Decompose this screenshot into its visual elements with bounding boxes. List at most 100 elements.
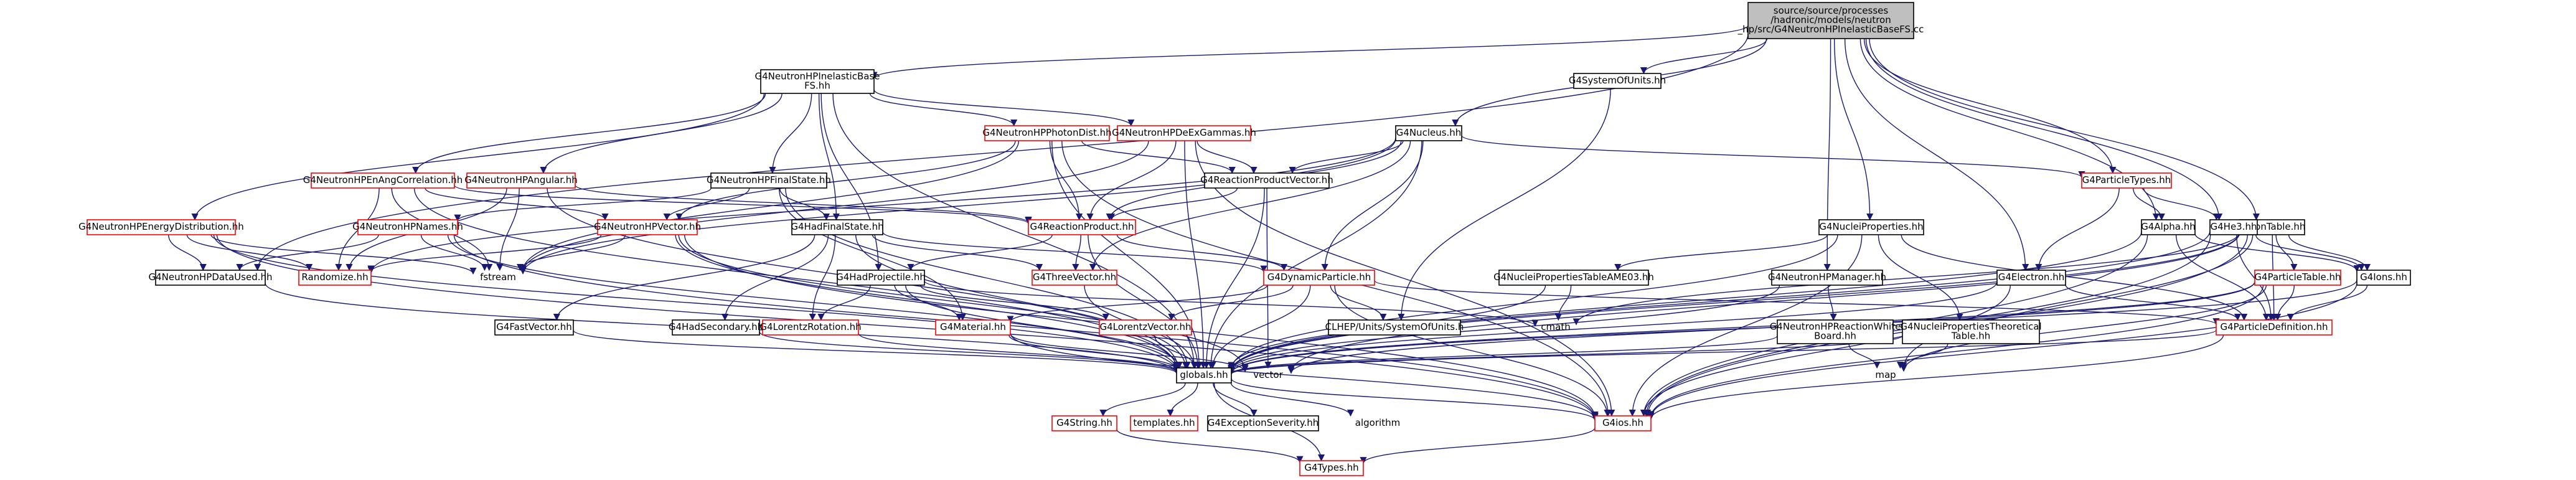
node-lorvec[interactable]: G4LorentzVector.hh xyxy=(1099,319,1192,336)
node-ptable[interactable]: G4ParticleTable.hh xyxy=(2254,270,2341,286)
edge-names-to-dataused xyxy=(236,234,379,271)
edge-ions-to-g4ios xyxy=(1647,283,2357,419)
node-globals[interactable]: globals.hh xyxy=(1176,367,1232,384)
node-fastvec[interactable]: G4FastVector.hh xyxy=(494,319,574,336)
node-dynpart[interactable]: G4DynamicParticle.hh xyxy=(1263,270,1375,286)
edge-hpvector-to-fstream xyxy=(517,234,626,271)
node-root[interactable]: source/source/processes/hadronic/models/… xyxy=(1737,2,1924,39)
edge-reactprod-to-hadproj xyxy=(907,234,1053,271)
edge-endist-to-globals xyxy=(213,234,1180,372)
node-fstate-box xyxy=(710,172,827,189)
edge-electron-to-globals xyxy=(1228,281,1998,373)
node-material-label: G4Material.hh xyxy=(940,321,1006,332)
node-exsev[interactable]: G4ExceptionSeverity.hh xyxy=(1207,415,1319,431)
node-nucleus[interactable]: G4Nucleus.hh xyxy=(1395,125,1462,141)
edge-pdef-to-globals xyxy=(1228,329,2217,375)
node-clhep[interactable]: CLHEP/Units/SystemOfUnits.h xyxy=(1325,319,1464,336)
node-map[interactable]: map xyxy=(1875,369,1896,380)
edge-deex-to-g4ios xyxy=(1195,140,1615,417)
node-deex[interactable]: G4NeutronHPDeExGammas.hh xyxy=(1112,125,1256,141)
edge-iontable-to-globals xyxy=(1228,232,2240,373)
node-hadfs-box xyxy=(791,219,883,235)
edge-sysunits-to-clhep xyxy=(1398,88,1611,321)
edge-hadproj-to-globals xyxy=(905,285,1183,369)
node-lorrot[interactable]: G4LorentzRotation.hh xyxy=(759,319,862,336)
node-electron-box xyxy=(1996,270,2066,286)
node-g4ios[interactable]: G4ios.hh xyxy=(1594,415,1652,431)
node-inel_h-box xyxy=(760,69,875,94)
node-reactvec-box xyxy=(1204,172,1330,189)
edge-hpvector-to-randomize xyxy=(367,234,602,273)
node-he3[interactable]: G4He3.hh xyxy=(2209,219,2258,235)
node-lorvec-box xyxy=(1099,319,1192,336)
node-alpha[interactable]: G4Alpha.hh xyxy=(2141,219,2196,235)
node-nuctheo-label: G4NucleiPropertiesTheoretical xyxy=(1900,321,2041,332)
node-reactwb-box xyxy=(1777,319,1894,344)
node-randomize[interactable]: Randomize.hh xyxy=(298,270,372,286)
node-electron-label: G4Electron.hh xyxy=(1998,271,2064,283)
edge-dynpart-to-globals xyxy=(1209,285,1311,369)
node-ions-box xyxy=(2356,270,2411,286)
node-material[interactable]: G4Material.hh xyxy=(935,319,1011,336)
edge-he3-to-globals xyxy=(1228,230,2211,372)
node-reactwb-label: G4NeutronHPReactionWhite xyxy=(1770,321,1901,332)
node-reactprod[interactable]: G4ReactionProduct.hh xyxy=(1028,219,1136,235)
edge-g4ios-to-g4types xyxy=(1360,427,1596,464)
edge-enangcorr-to-reactprod xyxy=(454,185,1032,225)
node-partypes[interactable]: G4ParticleTypes.hh xyxy=(2081,172,2172,189)
node-vector[interactable]: vector xyxy=(1253,369,1283,380)
node-electron[interactable]: G4Electron.hh xyxy=(1996,270,2066,286)
node-inel_h[interactable]: G4NeutronHPInelasticBaseFS.hh xyxy=(754,69,880,94)
node-hpmanager[interactable]: G4NeutronHPManager.hh xyxy=(1768,270,1886,286)
node-nucame[interactable]: G4NucleiPropertiesTableAME03.hh xyxy=(1493,270,1654,286)
node-ions[interactable]: G4Ions.hh xyxy=(2356,270,2411,286)
node-algorithm[interactable]: algorithm xyxy=(1355,417,1400,428)
node-reactvec[interactable]: G4ReactionProductVector.hh xyxy=(1200,172,1333,189)
node-reactvec-label: G4ReactionProductVector.hh xyxy=(1200,174,1333,186)
node-endist[interactable]: G4NeutronHPEnergyDistribution.hh xyxy=(78,219,244,235)
node-hadproj[interactable]: G4HadProjectile.hh xyxy=(836,270,926,286)
node-g4string[interactable]: G4String.hh xyxy=(1051,415,1117,431)
edge-inel_h-to-enangcorr xyxy=(412,93,766,174)
node-sysunits-box xyxy=(1573,73,1662,89)
edge-globals-to-g4ios xyxy=(1231,378,1599,421)
edge-globals-to-exsev xyxy=(1213,382,1257,417)
edge-root-to-iontable xyxy=(1869,38,2260,221)
node-hadfs[interactable]: G4HadFinalState.hh xyxy=(791,219,884,235)
node-fstate[interactable]: G4NeutronHPFinalState.hh xyxy=(707,172,831,189)
edge-nucprops-to-nucame xyxy=(1614,234,1828,271)
node-names[interactable]: G4NeutronHPNames.hh xyxy=(352,219,463,235)
edge-deex-to-fstream xyxy=(519,140,1149,273)
node-ions-label: G4Ions.hh xyxy=(2360,271,2407,283)
edge-inel_h-to-photondist xyxy=(869,93,1018,127)
node-names-box xyxy=(357,219,458,235)
node-g4types[interactable]: G4Types.hh xyxy=(1299,460,1364,476)
edge-globals-to-algorithm xyxy=(1230,382,1355,417)
edge-inel_h-to-hadproj xyxy=(820,93,882,271)
node-nucprops[interactable]: G4NucleiProperties.hh xyxy=(1818,219,1924,235)
node-angular[interactable]: G4NeutronHPAngular.hh xyxy=(464,172,578,189)
node-photondist[interactable]: G4NeutronHPPhotonDist.hh xyxy=(982,125,1112,141)
node-he3-label: G4He3.hh xyxy=(2211,221,2257,232)
edge-root-to-partypes xyxy=(1863,38,2117,174)
node-templates[interactable]: templates.hh xyxy=(1130,415,1198,431)
node-threevec[interactable]: G4ThreeVector.hh xyxy=(1032,270,1117,286)
node-dataused[interactable]: G4NeutronHPDataUsed.hh xyxy=(149,270,273,286)
node-hpvector[interactable]: G4NeutronHPVector.hh xyxy=(594,219,701,235)
edge-endist-to-randomize xyxy=(186,234,313,271)
node-hadsec[interactable]: G4HadSecondary.hh xyxy=(669,319,763,336)
edge-names-to-g4ios xyxy=(453,234,1599,420)
node-fstream[interactable]: fstream xyxy=(480,271,516,283)
node-cmath[interactable]: cmath xyxy=(1541,321,1570,332)
edge-hadfs-to-dynpart xyxy=(882,232,1267,273)
node-hpvector-label: G4NeutronHPVector.hh xyxy=(594,221,701,232)
edge-hpvector-to-vector xyxy=(678,234,1249,371)
node-enangcorr[interactable]: G4NeutronHPEnAngCorrelation.hh xyxy=(303,172,463,189)
node-hadproj-box xyxy=(837,270,925,286)
node-sysunits[interactable]: G4SystemOfUnits.hh xyxy=(1569,73,1666,89)
edge-root-to-dataused xyxy=(254,34,1749,271)
node-layer: source/source/processes/hadronic/models/… xyxy=(78,2,2411,476)
node-pdef[interactable]: G4ParticleDefinition.hh xyxy=(2216,319,2333,336)
